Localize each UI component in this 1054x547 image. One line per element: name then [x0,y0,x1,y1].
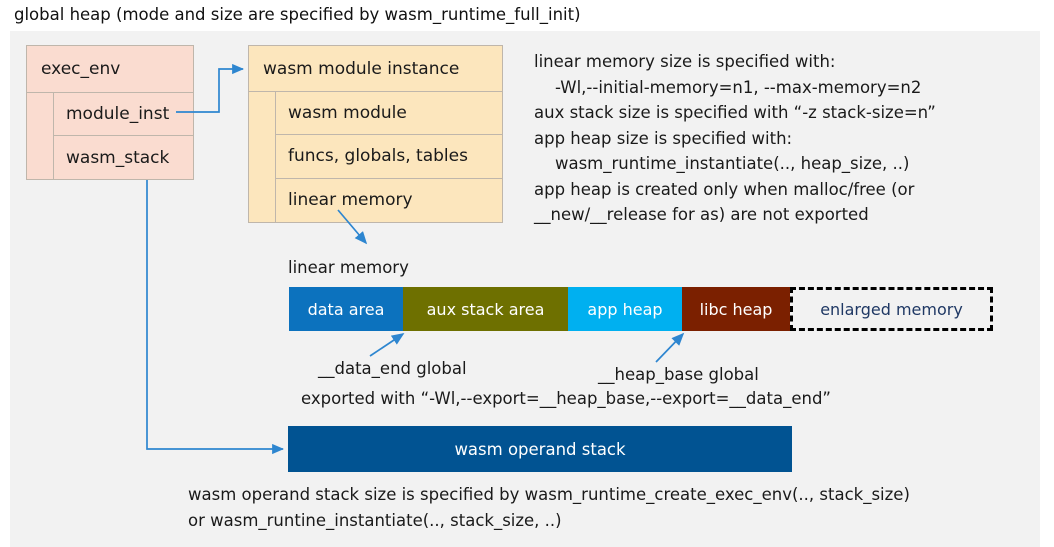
configuration-notes: linear memory size is specified with: -W… [534,52,936,224]
exec-env-fields: module_inst wasm_stack [54,93,193,179]
module-instance-header: wasm module instance [249,46,502,92]
module-instance-field-wasm-module: wasm module [276,92,502,136]
module-instance-field-funcs-globals-tables: funcs, globals, tables [276,135,502,179]
wasm-module-instance-box: wasm module instance wasm module funcs, … [248,45,503,223]
data-end-annotation: __data_end global [318,359,467,378]
wasm-operand-stack-bar: wasm operand stack [288,426,792,472]
memory-segment-aux-stack-area: aux stack area [403,287,568,331]
exec-env-body: module_inst wasm_stack [27,93,193,179]
exec-env-header: exec_env [27,46,193,93]
memory-segment-app-heap: app heap [568,287,682,331]
exec-env-box: exec_env module_inst wasm_stack [26,45,194,180]
page-title: global heap (mode and size are specified… [14,5,581,24]
heap-base-annotation: __heap_base global [598,365,759,384]
module-instance-gutter [249,92,276,222]
exec-env-gutter [27,93,54,179]
exported-symbols-annotation: exported with “-Wl,--export=__heap_base,… [301,389,831,408]
linear-memory-label: linear memory [288,258,409,277]
memory-segment-data-area: data area [289,287,403,331]
module-instance-body: wasm module funcs, globals, tables linea… [249,92,502,222]
module-instance-fields: wasm module funcs, globals, tables linea… [276,92,502,222]
exec-env-field-wasm-stack: wasm_stack [66,147,170,168]
exec-env-field-module-inst: module_inst [54,93,193,136]
memory-segment-libc-heap: libc heap [682,287,790,331]
operand-stack-note: wasm operand stack size is specified by … [188,485,910,530]
module-instance-field-linear-memory: linear memory [288,190,413,211]
memory-segment-enlarged-memory: enlarged memory [790,287,993,331]
